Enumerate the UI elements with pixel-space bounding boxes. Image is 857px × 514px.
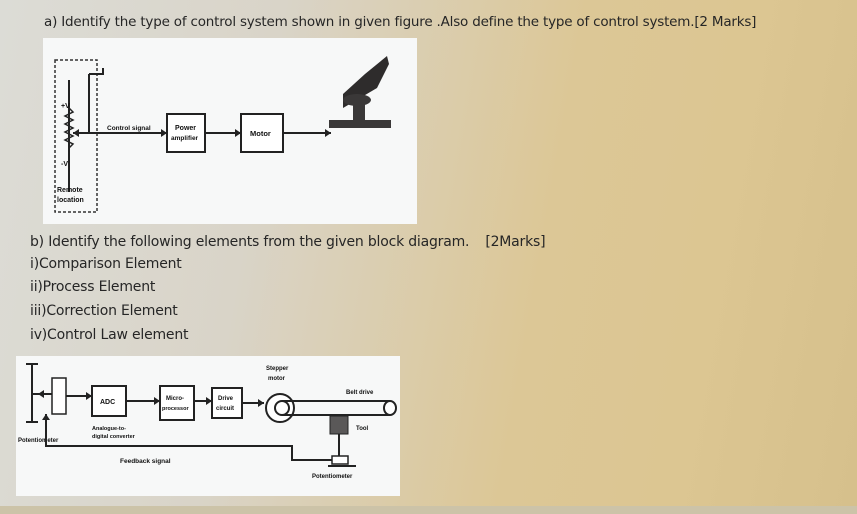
tool-block	[329, 415, 349, 435]
left-pot-arrow	[38, 390, 44, 398]
belt-pulley	[383, 400, 397, 416]
power-amp-label-1: Power	[175, 125, 196, 132]
remote-location-box	[54, 59, 98, 213]
arrow-to-motor	[235, 129, 241, 137]
remote-label-2: location	[57, 197, 84, 204]
stepper-label-2: motor	[268, 376, 286, 382]
micro-label-2: processor	[162, 406, 189, 412]
right-pot-body	[331, 455, 349, 465]
microprocessor-box	[159, 385, 195, 421]
left-potentiometer-label: Potentiometer	[18, 438, 59, 444]
stepper-label-1: Stepper	[266, 366, 289, 372]
arrow-to-load	[325, 129, 331, 137]
arrow-to-drive	[206, 397, 212, 405]
antenna-load-icon	[329, 56, 391, 128]
bottom-edge	[0, 506, 857, 514]
pot-resistor	[63, 107, 75, 149]
list-item-process: ii)Process Element	[30, 279, 156, 295]
power-amplifier-box	[166, 113, 206, 153]
right-potentiometer-label: Potentiometer	[312, 474, 353, 480]
left-pot-body	[51, 377, 67, 415]
remote-label-1: Remote	[57, 187, 83, 194]
tool-label: Tool	[356, 426, 369, 432]
minus-v-label: -V	[61, 161, 68, 168]
pot-top-wire	[89, 68, 104, 75]
control-signal-label: Control signal	[107, 125, 151, 132]
figure-position-control: +V -V Remote location Control signal Pow…	[43, 38, 417, 224]
arrow-to-adc	[86, 392, 92, 400]
arrow-to-amplifier	[161, 129, 167, 137]
power-amp-label-2: amplifier	[171, 135, 199, 142]
question-b-marks: [2Marks]	[485, 234, 546, 250]
pot-wiper-arrow	[73, 129, 79, 137]
drive-label-1: Drive	[218, 396, 234, 402]
adc-box	[91, 385, 127, 417]
question-b-text: b) Identify the following elements from …	[30, 234, 546, 250]
drive-label-2: circuit	[216, 406, 234, 412]
motor-label: Motor	[250, 129, 271, 138]
micro-label-1: Micro-	[166, 396, 184, 402]
plus-v-label: +V	[61, 103, 70, 110]
list-item-correction: iii)Correction Element	[30, 303, 178, 319]
feedback-signal-label: Feedback signal	[120, 458, 171, 465]
figure-1-diagram: +V -V Remote location Control signal Pow…	[54, 56, 391, 213]
converter-label-1: Analogue-to-	[92, 426, 126, 432]
question-a-text: a) Identify the type of control system s…	[44, 14, 757, 30]
list-item-control-law: iv)Control Law element	[30, 327, 189, 343]
arrow-to-stepper	[258, 399, 264, 407]
arrow-to-micro	[154, 397, 160, 405]
feedback-arrow	[42, 414, 50, 420]
question-b-body: b) Identify the following elements from …	[30, 234, 470, 250]
adc-label: ADC	[100, 399, 115, 406]
stepper-motor-inner	[274, 400, 290, 416]
figure-2-diagram: Potentiometer ADC Analogue-to- digital c…	[18, 363, 397, 480]
list-item-comparison: i)Comparison Element	[30, 256, 182, 272]
belt-drive-label: Belt drive	[346, 390, 374, 396]
figure-block-diagram: Potentiometer ADC Analogue-to- digital c…	[16, 356, 400, 496]
converter-label-2: digital converter	[92, 434, 136, 440]
drive-circuit-box	[211, 387, 243, 419]
feedback-line	[45, 414, 332, 461]
